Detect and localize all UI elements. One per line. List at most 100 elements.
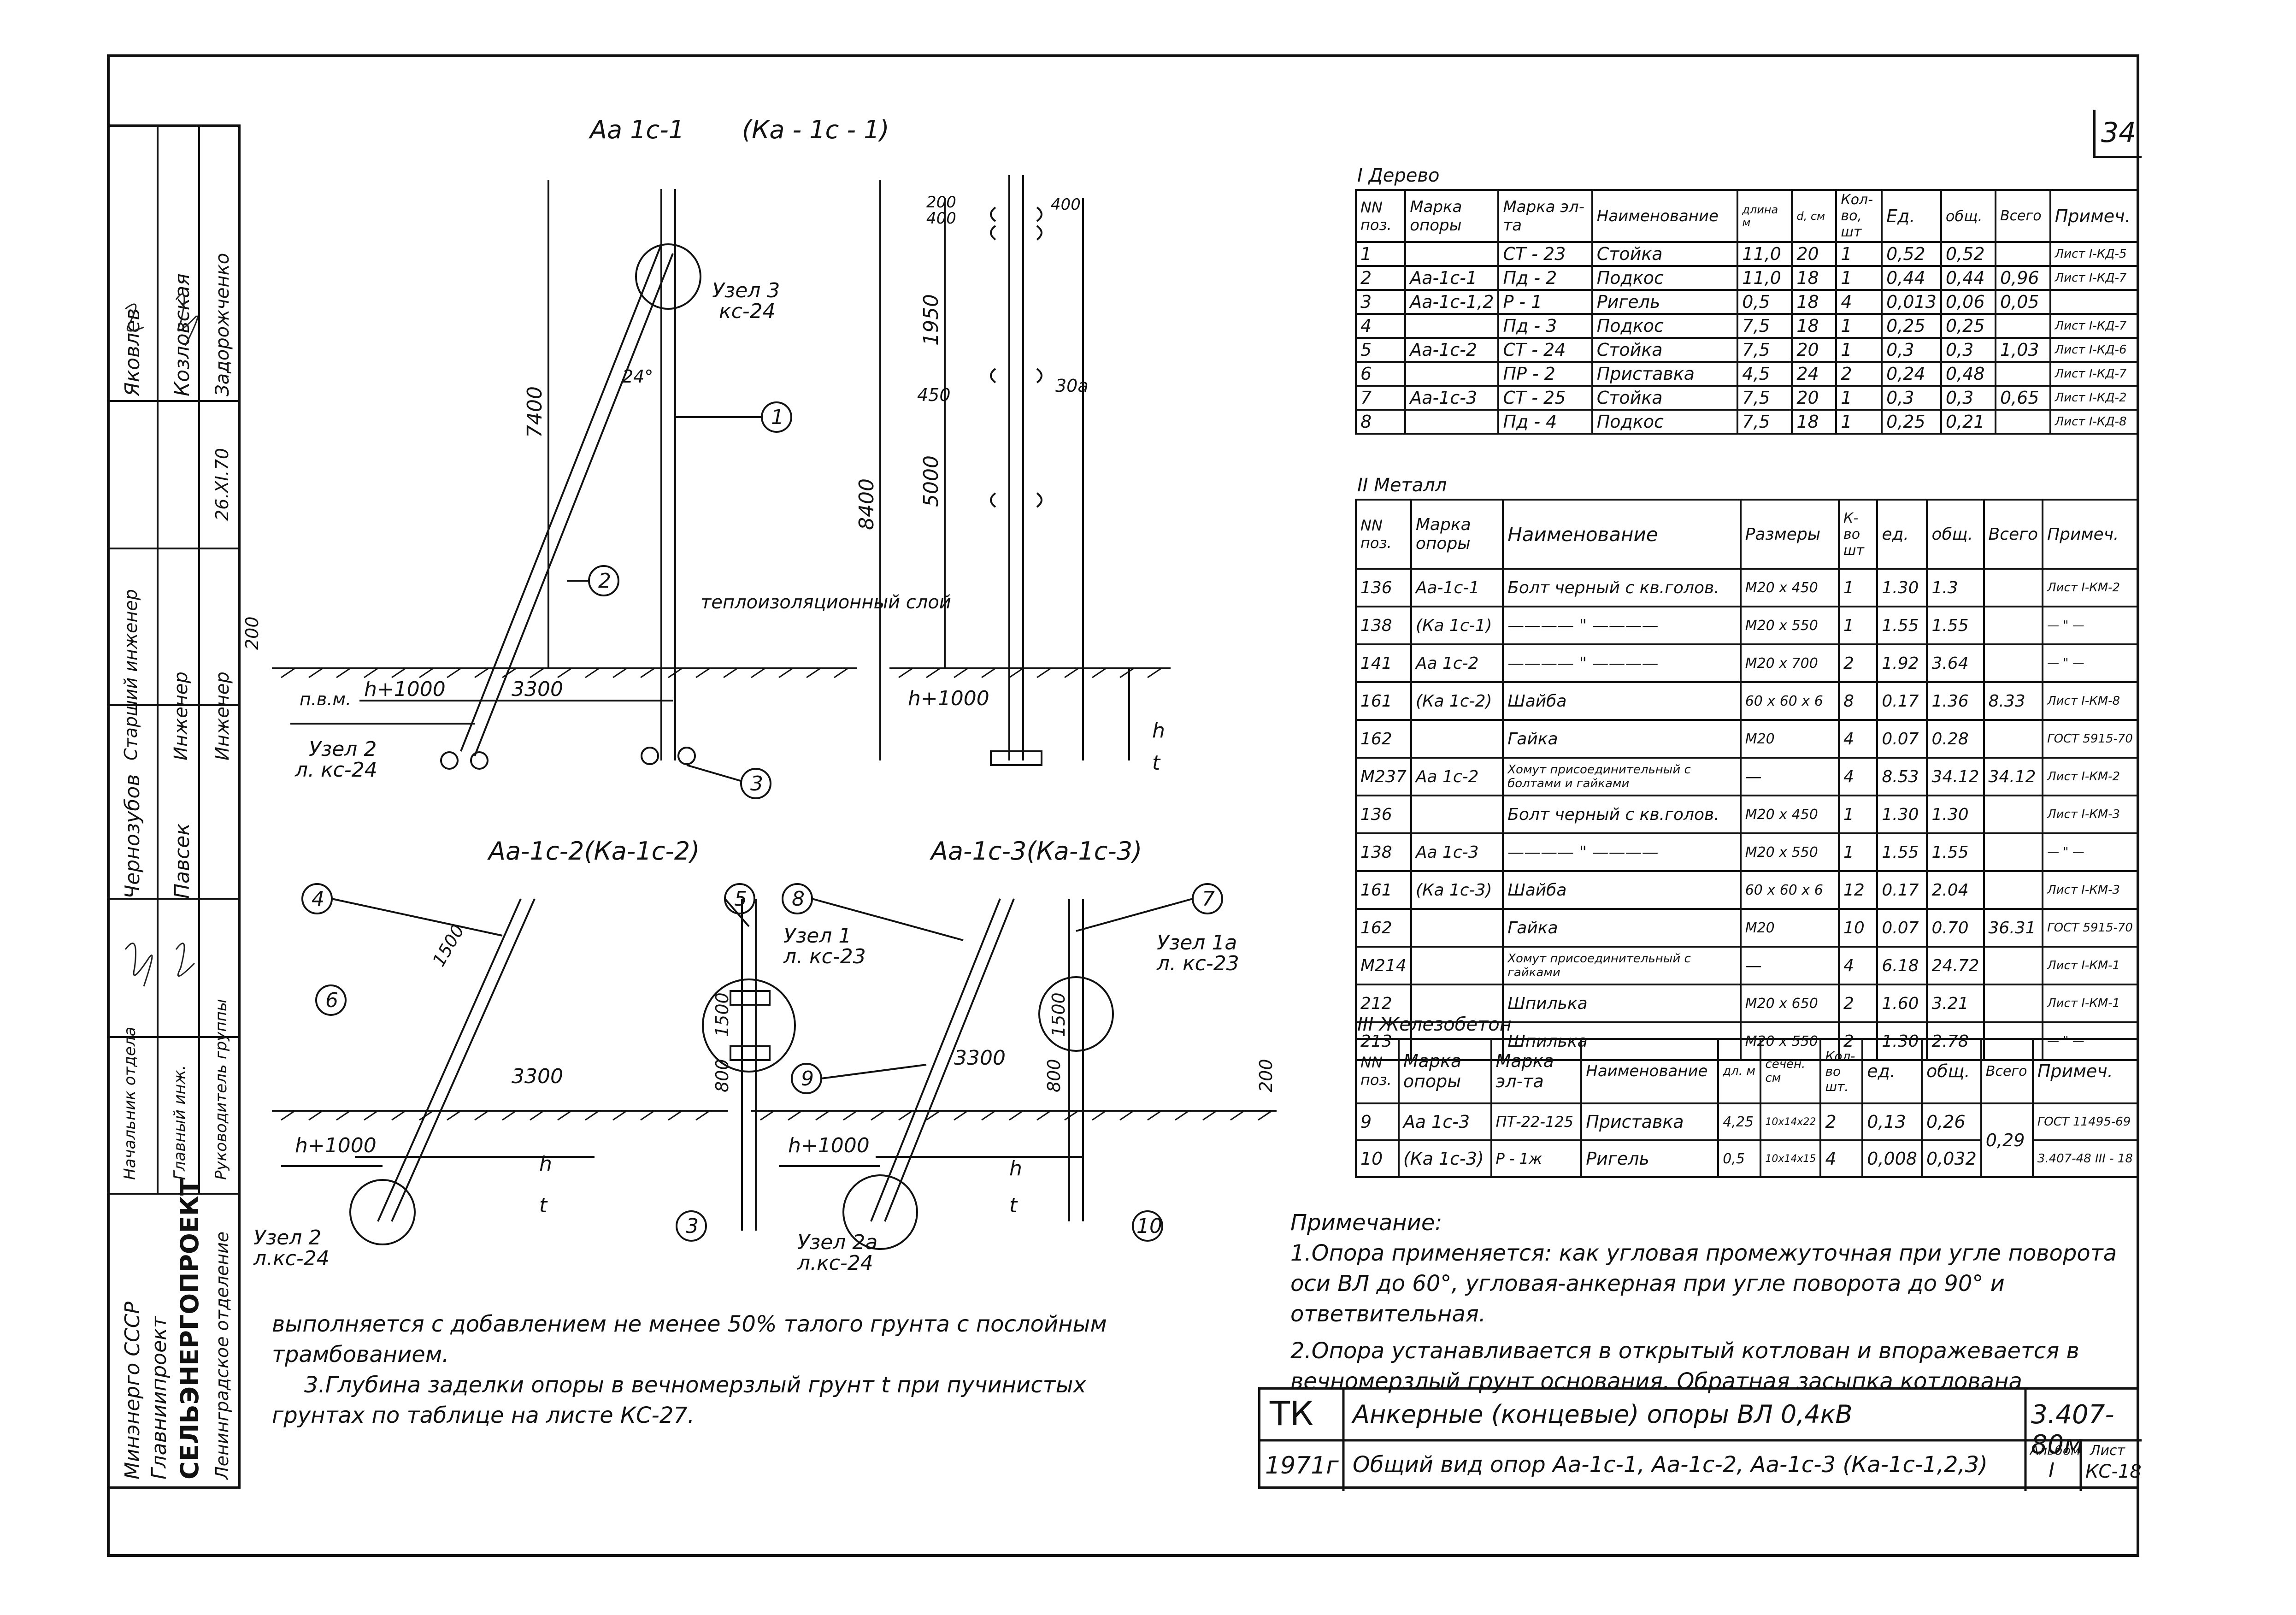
album-value: I — [2049, 1459, 2055, 1482]
callout-6: 6 — [325, 989, 338, 1012]
conc-h-name: Наименование — [1580, 1038, 1719, 1104]
dim-400-right: 400 — [1051, 195, 1081, 214]
conc-h-qty: Кол-во шт. — [1819, 1038, 1864, 1104]
dim-450: 450 — [917, 385, 951, 405]
note-1: 1.Опора применяется: как угловая промежу… — [1290, 1240, 2117, 1327]
node2a-circle — [842, 1174, 918, 1250]
node1-circle — [702, 978, 796, 1073]
dim-3300-main: 3300 — [512, 678, 563, 701]
sheet-label: Лист — [2090, 1443, 2125, 1459]
dim-t-main: t — [1152, 751, 1161, 775]
drawing-area: Аа 1с-1 (Ка - 1с - 1) Узел 3 кс-24 24° т… — [244, 115, 1277, 1275]
concrete-table-title: III Железобетон — [1357, 1014, 1512, 1035]
dim-1500-v3: 1500 — [1048, 992, 1069, 1037]
wood-h-ed: Ед. — [1881, 189, 1942, 243]
dim-h1000-v3: h+1000 — [788, 1134, 870, 1157]
metal-h-note: Примеч. — [2042, 499, 2138, 570]
note-2-cont: выполняется с добавлением не менее 50% т… — [272, 1311, 1107, 1367]
tk-label: ТК — [1270, 1394, 1314, 1433]
callout-8: 8 — [792, 887, 805, 911]
wood-table-title: I Дерево — [1357, 165, 1440, 186]
metal-table: NN поз. Марка опоры Наименование Размеры… — [1355, 499, 2138, 1061]
dim-3300-v2: 3300 — [512, 1065, 563, 1088]
dim-7400: 7400 — [523, 386, 547, 438]
wood-table: NN поз. Марка опоры Марка эл-та Наименов… — [1354, 189, 2139, 435]
dim-h1000-v2: h+1000 — [295, 1134, 377, 1157]
node1a-ref: л. кс-23 — [1156, 952, 1239, 975]
title-block-lines — [1260, 1390, 2142, 1491]
angle-label: 24° — [622, 366, 653, 387]
conc-h-el: Марка эл-та — [1490, 1038, 1583, 1104]
node1a-circle — [1038, 976, 1114, 1052]
view2-title: Аа-1с-2(Ка-1с-2) — [487, 837, 700, 866]
callout-9: 9 — [801, 1067, 814, 1090]
metal-h-vsego: Всего — [1983, 499, 2044, 570]
sheet-value: КС-18 — [2085, 1461, 2142, 1482]
callout-7: 7 — [1202, 887, 1215, 911]
wood-h-note: Примеч. — [2049, 189, 2139, 243]
callout-1: 1 — [771, 406, 784, 429]
notes-block: Примечание: 1.Опора применяется: как угл… — [1290, 1208, 2138, 1397]
conc-h-len: дл. м — [1717, 1038, 1762, 1104]
metal-h-sizes: Размеры — [1739, 499, 1840, 570]
dim-8400: 8400 — [855, 478, 878, 530]
conc-h-vsego: Всего — [1980, 1038, 2034, 1104]
conc-h-note: Примеч. — [2031, 1038, 2139, 1104]
node3-label: Узел 3 — [712, 279, 780, 302]
node1-label: Узел 1 — [783, 924, 851, 948]
main-view-title-alt: (Ка - 1с - 1) — [742, 115, 889, 144]
dim-30a: 30а — [1055, 376, 1089, 396]
wood-h-vsego: Всего — [1994, 189, 2051, 243]
dim-h1000-main: h+1000 — [364, 678, 446, 701]
wood-h-el: Марка эл-та — [1497, 189, 1593, 243]
sheet-number: 34 — [2093, 110, 2142, 158]
dim-1500-strut: 1500 — [429, 921, 468, 970]
sheet-subtitle: Общий вид опор Аа-1с-1, Аа-1с-2, Аа-1с-3… — [1353, 1452, 1988, 1478]
metal-h-obsh: общ. — [1926, 499, 1985, 570]
node2a-label: Узел 2а — [797, 1231, 877, 1254]
conc-h-pos: NN поз. — [1355, 1038, 1400, 1104]
dim-1500-v2: 1500 — [712, 992, 732, 1037]
conc-h-mark: Марка опоры — [1397, 1038, 1492, 1104]
insulation-label: теплоизоляционный слой — [701, 592, 951, 613]
conc-h-obsh: общ. — [1920, 1038, 1982, 1104]
metal-h-name: Наименование — [1502, 499, 1742, 570]
wood-h-len: длина м — [1737, 189, 1793, 243]
dim-h-v2: h — [539, 1152, 552, 1176]
node2-label: Узел 2 — [309, 737, 377, 761]
wood-h-pos: NN поз. — [1354, 189, 1407, 243]
dim-1950: 1950 — [919, 294, 943, 346]
left-stamp — [107, 124, 241, 1489]
node3-ref: кс-24 — [719, 300, 776, 323]
dim-200-main: 200 — [244, 616, 262, 650]
sheet-title: Анкерные (концевые) опоры ВЛ 0,4кВ — [1353, 1400, 1853, 1429]
strut-main — [460, 244, 662, 752]
dim-200-top: 200 — [926, 193, 956, 212]
main-view-title: Аа 1с-1 — [589, 115, 684, 144]
metal-table-title: II Металл — [1357, 475, 1447, 496]
dim-h-main: h — [1152, 719, 1165, 743]
dim-400-top: 400 — [926, 209, 956, 228]
dim-t-v2: t — [539, 1194, 548, 1217]
stamp-lines — [107, 124, 241, 1195]
